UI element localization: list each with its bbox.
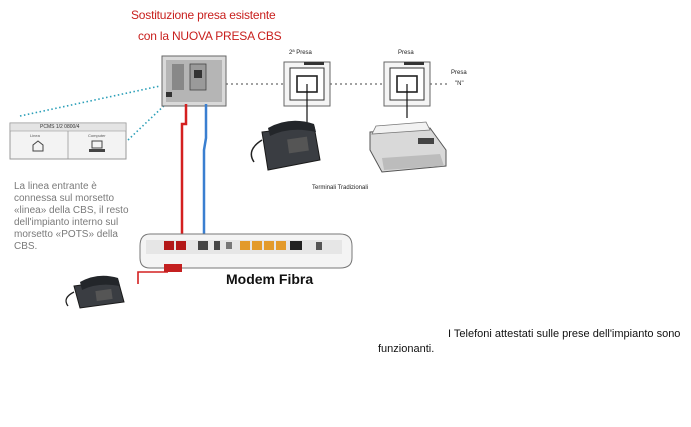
teal-dotted-line-bottom bbox=[127, 99, 171, 141]
phone-icon-bottom bbox=[65, 275, 125, 309]
description-text: La linea entrante è connessa sul morsett… bbox=[14, 181, 129, 252]
title-line-1: Sostituzione presa esistente bbox=[131, 8, 276, 22]
panel-left-label: Linea bbox=[30, 133, 40, 138]
blue-wire bbox=[202, 104, 208, 242]
fiber-modem bbox=[139, 233, 353, 272]
panel-header: PCMS 1/2 0800/4 bbox=[40, 124, 80, 130]
note-text: I Telefoni attestati sulle prese dell'im… bbox=[378, 328, 681, 355]
socket-1-label: Presa bbox=[398, 50, 414, 56]
computer-icon bbox=[91, 140, 103, 149]
line-end-label: Presa bbox=[451, 70, 467, 76]
terminals-caption: Terminali Tradizionali bbox=[312, 185, 369, 191]
pcms-panel bbox=[9, 122, 127, 160]
red-wire bbox=[180, 104, 188, 244]
red-wire-phone bbox=[137, 271, 168, 284]
phone-icon bbox=[250, 120, 321, 171]
cbs-socket-box bbox=[161, 55, 227, 107]
teal-dotted-line-top bbox=[19, 85, 161, 117]
title-line-2: con la NUOVA PRESA CBS bbox=[138, 29, 282, 43]
socket-2-label: 2ª Presa bbox=[289, 50, 312, 56]
house-icon bbox=[32, 140, 44, 152]
fax-machine-icon bbox=[369, 121, 447, 173]
panel-right-label: Computer bbox=[88, 133, 106, 138]
line-end-sub-label: "N" bbox=[455, 81, 464, 87]
modem-label: Modem Fibra bbox=[226, 271, 314, 287]
